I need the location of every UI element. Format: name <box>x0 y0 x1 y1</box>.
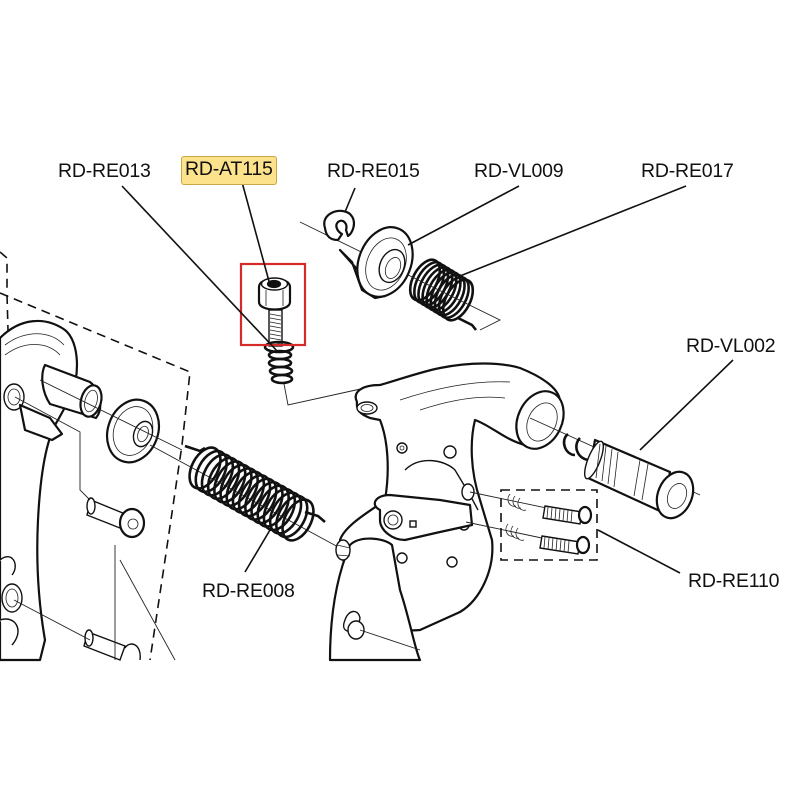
pivot-tube <box>41 363 103 420</box>
small-spring-rd-re013 <box>263 340 366 406</box>
knuckle-tube <box>515 390 565 450</box>
pivot-axle-rd-vl002 <box>529 417 701 520</box>
extension-spring-coil-turn <box>225 467 259 511</box>
extension-spring-coil-turn <box>237 474 272 518</box>
label-rd-at115[interactable]: RD-AT115 <box>181 156 277 185</box>
extension-spring-coil-turn <box>244 477 278 521</box>
label-rd-re008[interactable]: RD-RE008 <box>202 580 295 602</box>
spring-cap-rd-vl009 <box>338 226 414 300</box>
left-axis-lines <box>13 379 183 661</box>
pivot-bushing <box>105 398 161 464</box>
label-rd-vl009[interactable]: RD-VL009 <box>474 160 564 182</box>
extension-spring-coil-turn <box>256 484 290 528</box>
label-rd-vl002[interactable]: RD-VL002 <box>686 335 776 357</box>
assembly-guide-dashes <box>0 251 598 661</box>
screws-rd-re110 <box>465 491 593 555</box>
extension-spring-coil-turn <box>219 463 253 507</box>
label-rd-re013[interactable]: RD-RE013 <box>58 160 151 182</box>
extension-spring-coil-turn <box>194 449 228 494</box>
lower-left-bolts <box>83 497 146 661</box>
adjuster-bolt-rd-at115 <box>257 277 292 347</box>
label-rd-re017[interactable]: RD-RE017 <box>641 160 734 182</box>
extension-spring-rd-re008 <box>149 444 341 549</box>
selected-part-highlight-box[interactable] <box>239 262 307 347</box>
extension-spring-coil-turn <box>213 460 247 504</box>
extension-spring-coil-turn <box>206 456 241 501</box>
extension-spring-coil-turn <box>200 453 235 497</box>
extension-spring-coil-turn <box>268 491 303 535</box>
extension-spring-coil-turn <box>250 481 284 525</box>
extension-spring-coil-turn <box>188 446 222 490</box>
extension-spring-coil-turn <box>231 470 266 514</box>
lower-housing <box>328 537 422 662</box>
leader-lines <box>121 181 734 574</box>
extension-spring-coil-turn <box>275 494 309 539</box>
e-clip-rd-re015 <box>323 209 356 242</box>
extension-spring-coil-turn <box>262 487 297 532</box>
label-rd-re015[interactable]: RD-RE015 <box>327 160 420 182</box>
label-rd-re110[interactable]: RD-RE110 <box>688 570 780 592</box>
extension-spring-coil-turn <box>281 498 315 542</box>
